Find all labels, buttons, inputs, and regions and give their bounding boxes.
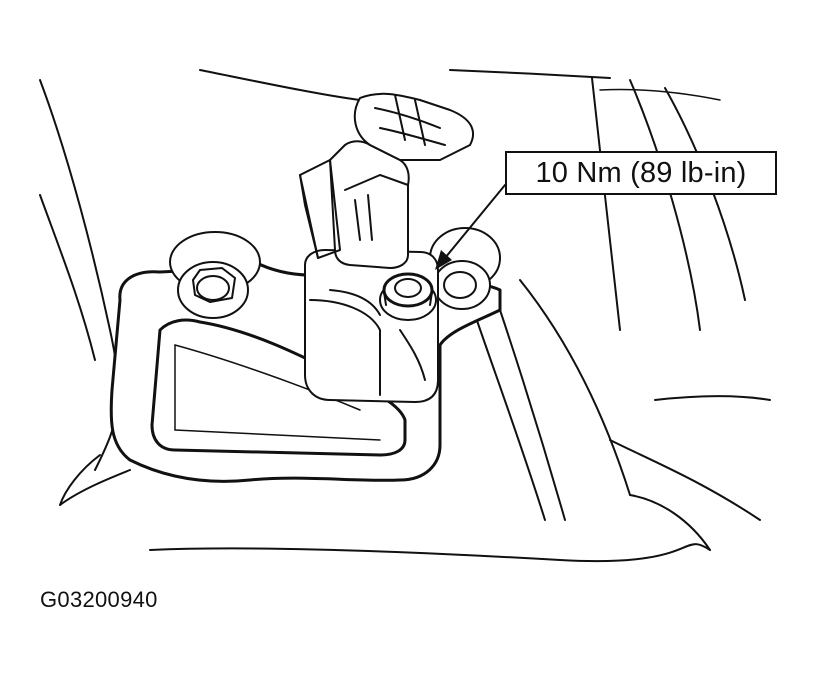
torque-callout: 10 Nm (89 lb-in) xyxy=(505,151,777,195)
figure-code: G03200940 xyxy=(40,587,158,612)
right-bolt-boss xyxy=(429,227,501,310)
leader-arrow-icon xyxy=(435,250,452,270)
transmission-case-outline xyxy=(39,69,771,563)
sensor-body xyxy=(299,92,475,403)
left-bolt-boss xyxy=(169,231,261,319)
sensor-bolt xyxy=(379,272,437,321)
torque-spec-label: 10 Nm (89 lb-in) xyxy=(535,156,747,189)
callout-leader xyxy=(435,184,506,270)
